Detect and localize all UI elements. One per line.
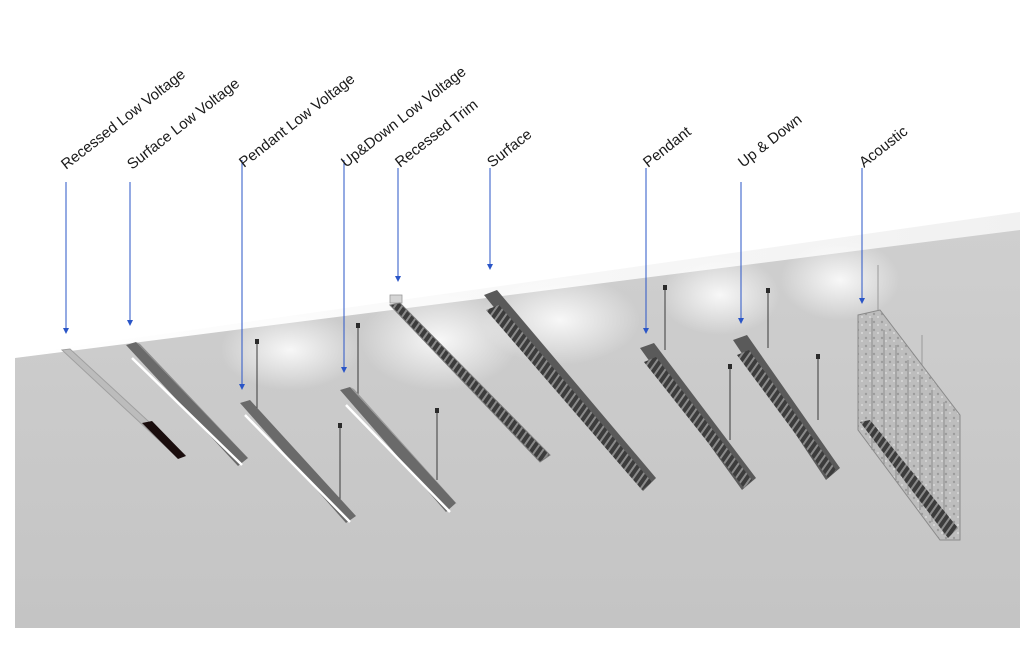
leader-acoustic — [859, 168, 865, 304]
leader-pendant-low-voltage — [239, 160, 245, 390]
label-surface-low-voltage: Surface Low Voltage — [124, 75, 243, 173]
wall-glow — [660, 255, 780, 335]
leader-pendant — [643, 168, 649, 334]
fixture-recessed-low-voltage — [60, 348, 187, 459]
label-pendant: Pendant — [640, 123, 695, 171]
fixture-surface — [484, 290, 656, 491]
leader-surface — [487, 168, 493, 270]
wall-glow — [780, 240, 900, 320]
fixture-up-down — [733, 288, 840, 480]
leader-recessed-low-voltage — [63, 182, 69, 334]
leader-up-down — [738, 182, 744, 324]
fixture-recessed-trim — [389, 294, 551, 463]
label-recessed-low-voltage: Recessed Low Voltage — [58, 66, 189, 173]
fixture-acoustic — [857, 265, 961, 541]
fixture-pendant — [640, 285, 756, 490]
fixture-up-down-low-voltage — [340, 323, 458, 513]
fixture-pendant-low-voltage — [240, 339, 356, 523]
leader-surface-low-voltage — [127, 182, 133, 326]
label-acoustic: Acoustic — [856, 123, 912, 172]
label-up-down: Up & Down — [735, 111, 805, 171]
wall-glow — [220, 310, 360, 390]
leader-recessed-trim — [395, 168, 401, 282]
fixture-surface-low-voltage — [126, 342, 250, 466]
label-surface: Surface — [484, 126, 535, 171]
leader-up-down-low-voltage — [341, 160, 347, 373]
